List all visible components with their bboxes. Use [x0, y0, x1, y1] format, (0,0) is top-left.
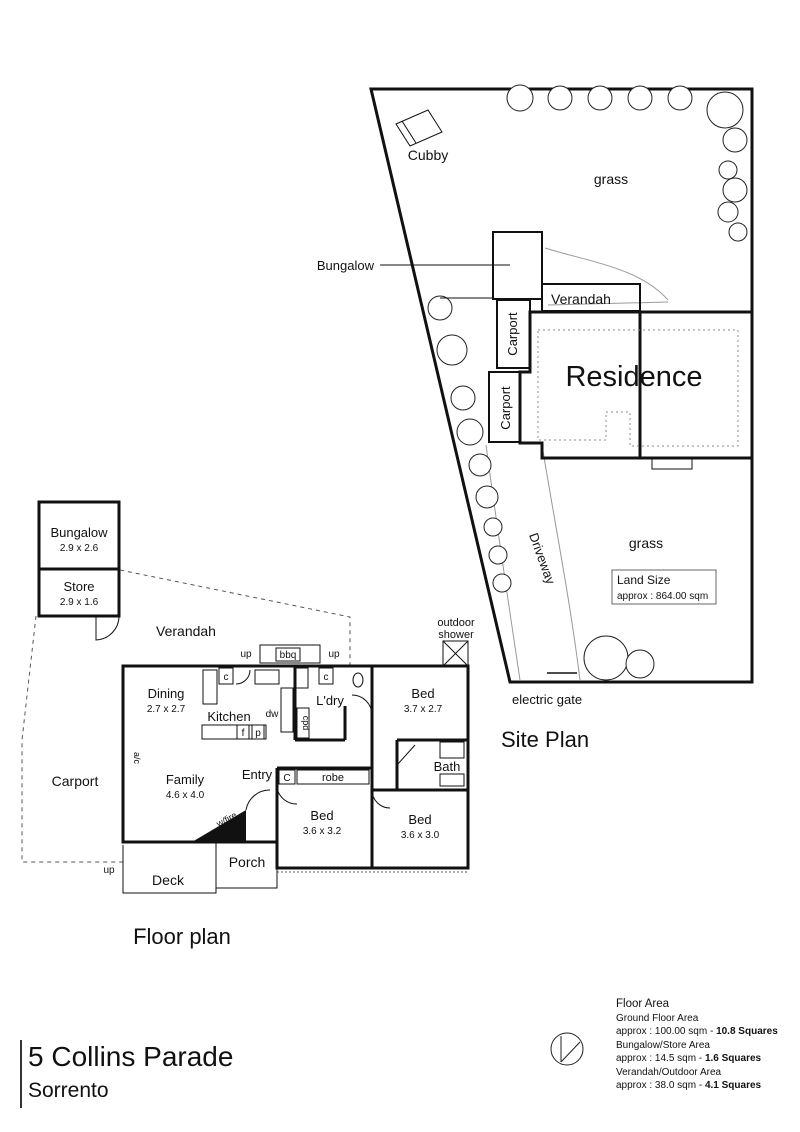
bungalow-room-size: 2.9 x 2.6	[60, 543, 99, 554]
kitchen-label: Kitchen	[207, 709, 250, 724]
laundry-label: L'dry	[316, 693, 344, 708]
north-arrow-icon	[550, 1032, 584, 1066]
house-outer-wall	[121, 664, 470, 870]
deck-outline	[122, 845, 217, 894]
floor-plan: Bungalow 2.9 x 2.6 Store 2.9 x 1.6 Veran…	[21, 500, 475, 949]
porch-label: Porch	[229, 854, 266, 870]
site-trees	[427, 84, 748, 681]
address-block: 5 Collins Parade Sorrento	[20, 1040, 233, 1108]
bath-label: Bath	[434, 759, 461, 774]
carport-lower-label: Carport	[498, 386, 513, 430]
verandah-outdoor-label: Verandah/Outdoor Area	[616, 1066, 722, 1078]
cubby-structure	[395, 109, 443, 147]
outdoor-shower-label-2: shower	[438, 629, 474, 641]
floor-plan-title: Floor plan	[133, 924, 231, 949]
floor-area-title: Floor Area	[616, 998, 670, 1010]
site-plan: Cubby grass Bungalow Verandah Carport Ca…	[317, 84, 754, 752]
verandah-outline	[119, 569, 351, 666]
bed2-size: 3.6 x 3.2	[303, 826, 342, 837]
ground-floor-value: approx : 100.00 sqm - 10.8 Squares	[616, 1026, 778, 1037]
dining-name: Dining	[148, 686, 185, 701]
ac-label: a/c	[132, 752, 142, 765]
dining-size: 2.7 x 2.7	[147, 704, 186, 715]
c-label-2: c	[324, 672, 329, 683]
bed1-name: Bed	[411, 686, 434, 701]
dw-label: dw	[266, 709, 280, 720]
bungalow-room-name: Bungalow	[50, 525, 108, 540]
bungalow-store-value: approx : 14.5 sqm - 1.6 Squares	[616, 1053, 762, 1064]
grass-bottom-label: grass	[629, 535, 663, 551]
up-label-1: up	[240, 649, 252, 660]
carport-outline	[21, 615, 123, 863]
store-room-name: Store	[63, 579, 94, 594]
residence-label: Residence	[565, 361, 702, 393]
electric-gate-label: electric gate	[512, 692, 582, 707]
verandah-outdoor-value: approx : 38.0 sqm - 4.1 Squares	[616, 1080, 762, 1091]
verandah-site-label: Verandah	[551, 291, 611, 307]
driveway-label: Driveway	[526, 531, 559, 587]
store-room-size: 2.9 x 1.6	[60, 597, 99, 608]
bed3-size: 3.6 x 3.0	[401, 830, 440, 841]
address-line-2: Sorrento	[28, 1079, 109, 1102]
floor-area-summary: Floor Area Ground Floor Area approx : 10…	[616, 998, 778, 1093]
carport-upper-label: Carport	[505, 312, 520, 356]
site-plan-title: Site Plan	[501, 727, 589, 752]
carport-room-label: Carport	[52, 773, 99, 789]
verandah-room-label: Verandah	[156, 623, 216, 639]
site-residence	[518, 310, 754, 460]
cpd-label: cpd	[301, 716, 311, 731]
bbq-label: bbq	[280, 650, 297, 661]
address-line-1: 5 Collins Parade	[28, 1041, 234, 1072]
family-name: Family	[166, 772, 205, 787]
robe-label: robe	[322, 772, 344, 784]
ground-floor-label: Ground Floor Area	[616, 1012, 699, 1024]
grass-top-label: grass	[594, 171, 628, 187]
land-size-value: approx : 864.00 sqm	[617, 591, 708, 602]
bed1-size: 3.7 x 2.7	[404, 704, 443, 715]
cubby-label: Cubby	[408, 147, 448, 163]
bed2-name: Bed	[310, 808, 333, 823]
outdoor-shower-label-1: outdoor	[437, 617, 475, 629]
up-label-2: up	[328, 649, 340, 660]
site-boundary	[369, 87, 754, 684]
pantry-label: p	[255, 728, 261, 739]
deck-label: Deck	[152, 872, 185, 888]
land-size-title: Land Size	[617, 573, 671, 587]
bed3-name: Bed	[408, 812, 431, 827]
family-size: 4.6 x 4.0	[166, 790, 205, 801]
entry-label: Entry	[242, 767, 273, 782]
bungalow-room	[37, 500, 121, 618]
woodfire-symbol	[192, 810, 246, 842]
bungalow-pointer-label: Bungalow	[317, 258, 375, 273]
entry-c-label: C	[283, 773, 290, 784]
bungalow-store-label: Bungalow/Store Area	[616, 1039, 710, 1051]
land-size-box	[611, 569, 717, 605]
c-label-1: c	[224, 672, 229, 683]
porch-outline	[215, 842, 278, 889]
fridge-label: f	[242, 728, 245, 739]
up-label-3: up	[103, 865, 115, 876]
